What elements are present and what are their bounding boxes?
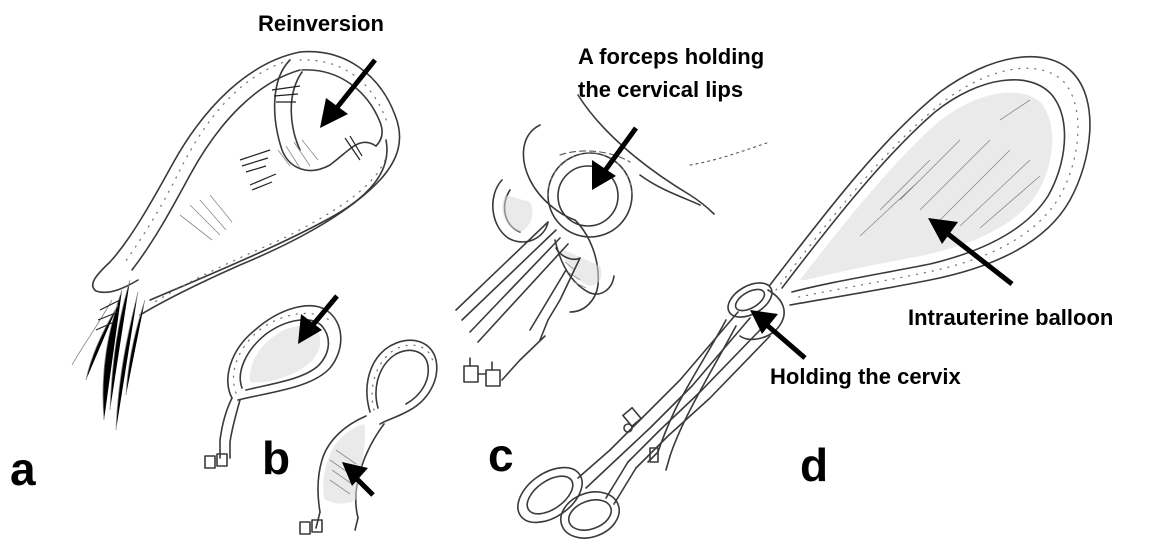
panel-label-a: a: [10, 446, 36, 492]
label-forceps-line-1: A forceps holding: [578, 43, 764, 71]
panel-label-c: c: [488, 432, 514, 478]
panel-a-uterus-drawing: [72, 52, 400, 430]
panel-label-d: d: [800, 442, 828, 488]
label-intrauterine-balloon: Intrauterine balloon: [908, 304, 1113, 332]
arrow-holding-cervix: [750, 310, 805, 358]
panel-d-balloon-drawing: [508, 57, 1090, 546]
label-forceps-line-2: the cervical lips: [578, 76, 743, 104]
label-reinversion: Reinversion: [258, 10, 384, 38]
panel-label-b: b: [262, 435, 290, 481]
label-holding-cervix: Holding the cervix: [770, 363, 961, 391]
panel-b-balloon-drawings: [205, 306, 437, 534]
arrow-reinversion: [320, 60, 375, 128]
panel-c-forceps-drawing: [456, 95, 770, 386]
